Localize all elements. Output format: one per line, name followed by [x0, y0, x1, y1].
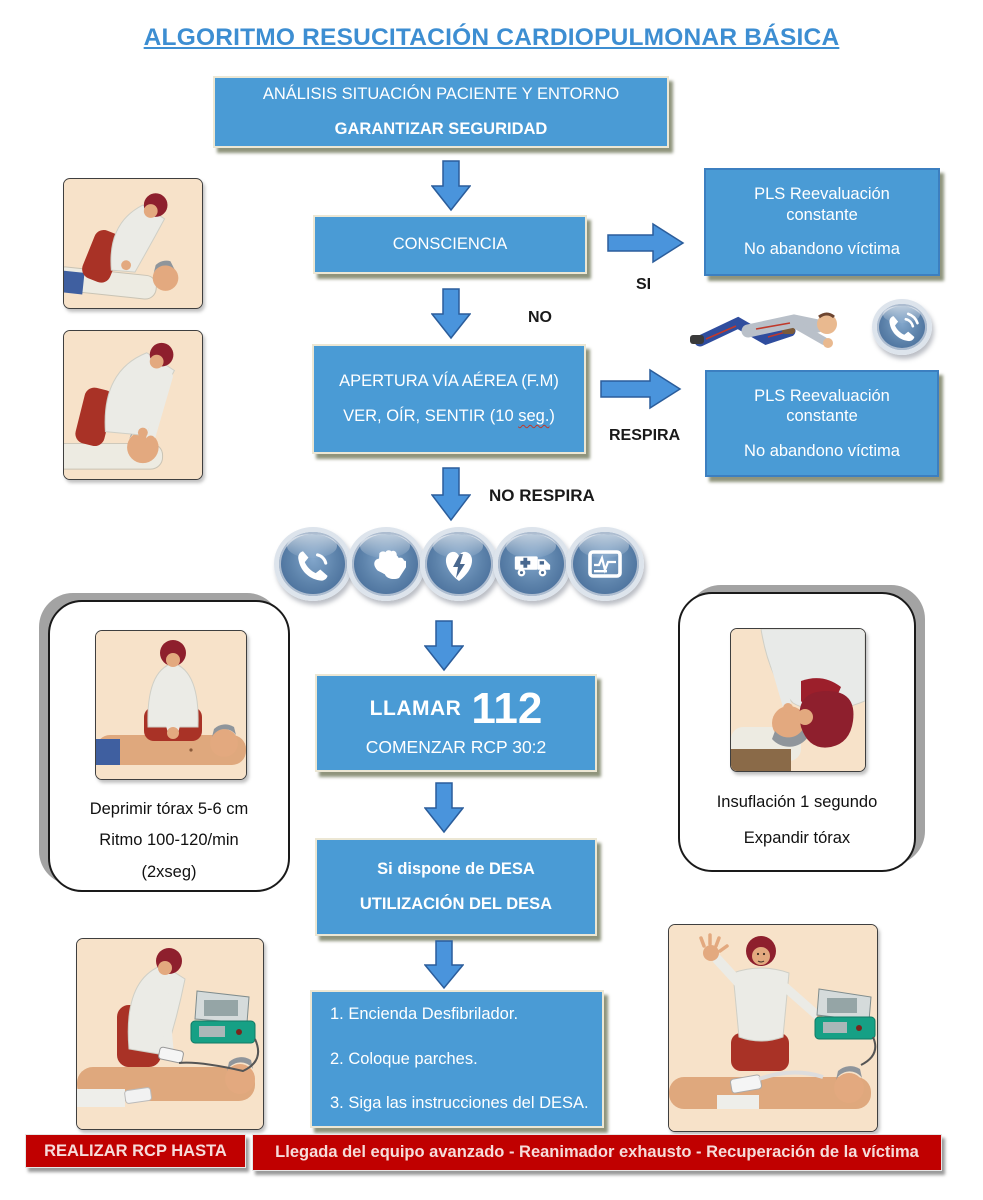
rescue-breathing-illustration [730, 628, 866, 772]
apertura-line2: VER, OÍR, SENTIR (10 seg.) [343, 407, 555, 425]
spellcheck-word: seg. [518, 407, 550, 425]
pls-line3: No abandono víctima [744, 441, 900, 460]
pls-line1: PLS Reevaluación [754, 386, 890, 405]
phone-icon [274, 527, 352, 601]
cpr-hands-icon [347, 527, 425, 601]
arrow-down-icon [431, 288, 471, 340]
box-consciencia-label: CONSCIENCIA [392, 235, 508, 254]
ambulance-icon [493, 527, 571, 601]
box-pls-bottom: PLS Reevaluación constante No abandono v… [705, 370, 939, 477]
compressions-line3: (2xseg) [141, 862, 197, 881]
pls-line2: constante [786, 407, 858, 426]
phone-icon [872, 299, 932, 355]
chain-of-survival-icons [274, 527, 644, 601]
llamar-row: LLAMAR 112 [317, 687, 595, 731]
consciousness-check-illustration [63, 178, 203, 309]
arrow-down-icon [431, 467, 471, 522]
arrow-down-icon [424, 782, 464, 834]
box-desa-steps: 1. Encienda Desfibrilador. 2. Coloque pa… [310, 990, 604, 1128]
emergency-number: 112 [471, 684, 543, 734]
box-apertura-via-aerea: APERTURA VÍA AÉREA (F.M) VER, OÍR, SENTI… [312, 344, 586, 454]
footer-right-text: Llegada del equipo avanzado - Reanimador… [275, 1143, 919, 1161]
aed-shock-illustration [668, 924, 878, 1132]
box-pls-top: PLS Reevaluación constante No abandono v… [704, 168, 940, 276]
footer-realizar-rcp: REALIZAR RCP HASTA [25, 1134, 246, 1168]
desa-line1: Si dispone de DESA [377, 860, 535, 879]
desa-step-1: 1. Encienda Desfibrilador. [330, 1005, 519, 1024]
ventilation-line2: Expandir tórax [743, 829, 851, 848]
label-respira: RESPIRA [609, 427, 681, 444]
comenzar-rcp-label: COMENZAR RCP 30:2 [365, 737, 547, 758]
compressions-line1: Deprimir tórax 5-6 cm [89, 800, 249, 818]
ventilation-caption: Insuflación 1 segundo Expandir tórax [680, 784, 914, 857]
footer-conditions: Llegada del equipo avanzado - Reanimador… [252, 1134, 942, 1171]
ventilation-line1: Insuflación 1 segundo [716, 793, 878, 811]
arrow-down-icon [424, 620, 464, 672]
label-no: NO [528, 309, 552, 326]
label-no-respira: NO RESPIRA [489, 486, 595, 505]
apertura-line1: APERTURA VÍA AÉREA (F.M) [339, 372, 559, 391]
box-llamar-112: LLAMAR 112 COMENZAR RCP 30:2 [315, 674, 597, 772]
box-consciencia: CONSCIENCIA [313, 215, 587, 274]
pls-line3: No abandono víctima [744, 240, 900, 259]
desa-line2: UTILIZACIÓN DEL DESA [359, 895, 553, 913]
airway-opening-illustration [63, 330, 203, 480]
recovery-position-illustration [690, 312, 837, 348]
pls-line1: PLS Reevaluación [754, 185, 890, 204]
arrow-down-icon [424, 940, 464, 990]
box-desa: Si dispone de DESA UTILIZACIÓN DEL DESA [315, 838, 597, 936]
pls-line2: constante [786, 205, 858, 224]
llamar-label: LLAMAR [369, 696, 462, 720]
ecg-monitor-icon [566, 527, 644, 601]
box-analisis-situacion: ANÁLISIS SITUACIÓN PACIENTE Y ENTORNO GA… [213, 76, 669, 148]
footer-left-text: REALIZAR RCP HASTA [44, 1141, 227, 1160]
ventilation-panel: Insuflación 1 segundo Expandir tórax [678, 592, 916, 872]
desa-step-2: 2. Coloque parches. [330, 1049, 478, 1068]
page-title: ALGORITMO RESUCITACIÓN CARDIOPULMONAR BÁ… [143, 24, 840, 51]
arrow-right-icon [607, 222, 685, 264]
compressions-caption: Deprimir tórax 5-6 cm Ritmo 100-120/min … [50, 794, 288, 888]
compressions-line2: Ritmo 100-120/min [99, 831, 239, 850]
box-analisis-line2: GARANTIZAR SEGURIDAD [334, 120, 548, 138]
arrow-right-icon [600, 368, 682, 410]
label-si: SI [636, 276, 652, 293]
compressions-panel: Deprimir tórax 5-6 cm Ritmo 100-120/min … [48, 600, 290, 892]
aed-pads-illustration [76, 938, 264, 1130]
defib-heart-icon [420, 527, 498, 601]
box-analisis-line1: ANÁLISIS SITUACIÓN PACIENTE Y ENTORNO [262, 85, 620, 104]
arrow-down-icon [431, 160, 471, 212]
desa-step-3: 3. Siga las instrucciones del DESA. [330, 1094, 589, 1113]
chest-compressions-illustration [95, 630, 247, 780]
